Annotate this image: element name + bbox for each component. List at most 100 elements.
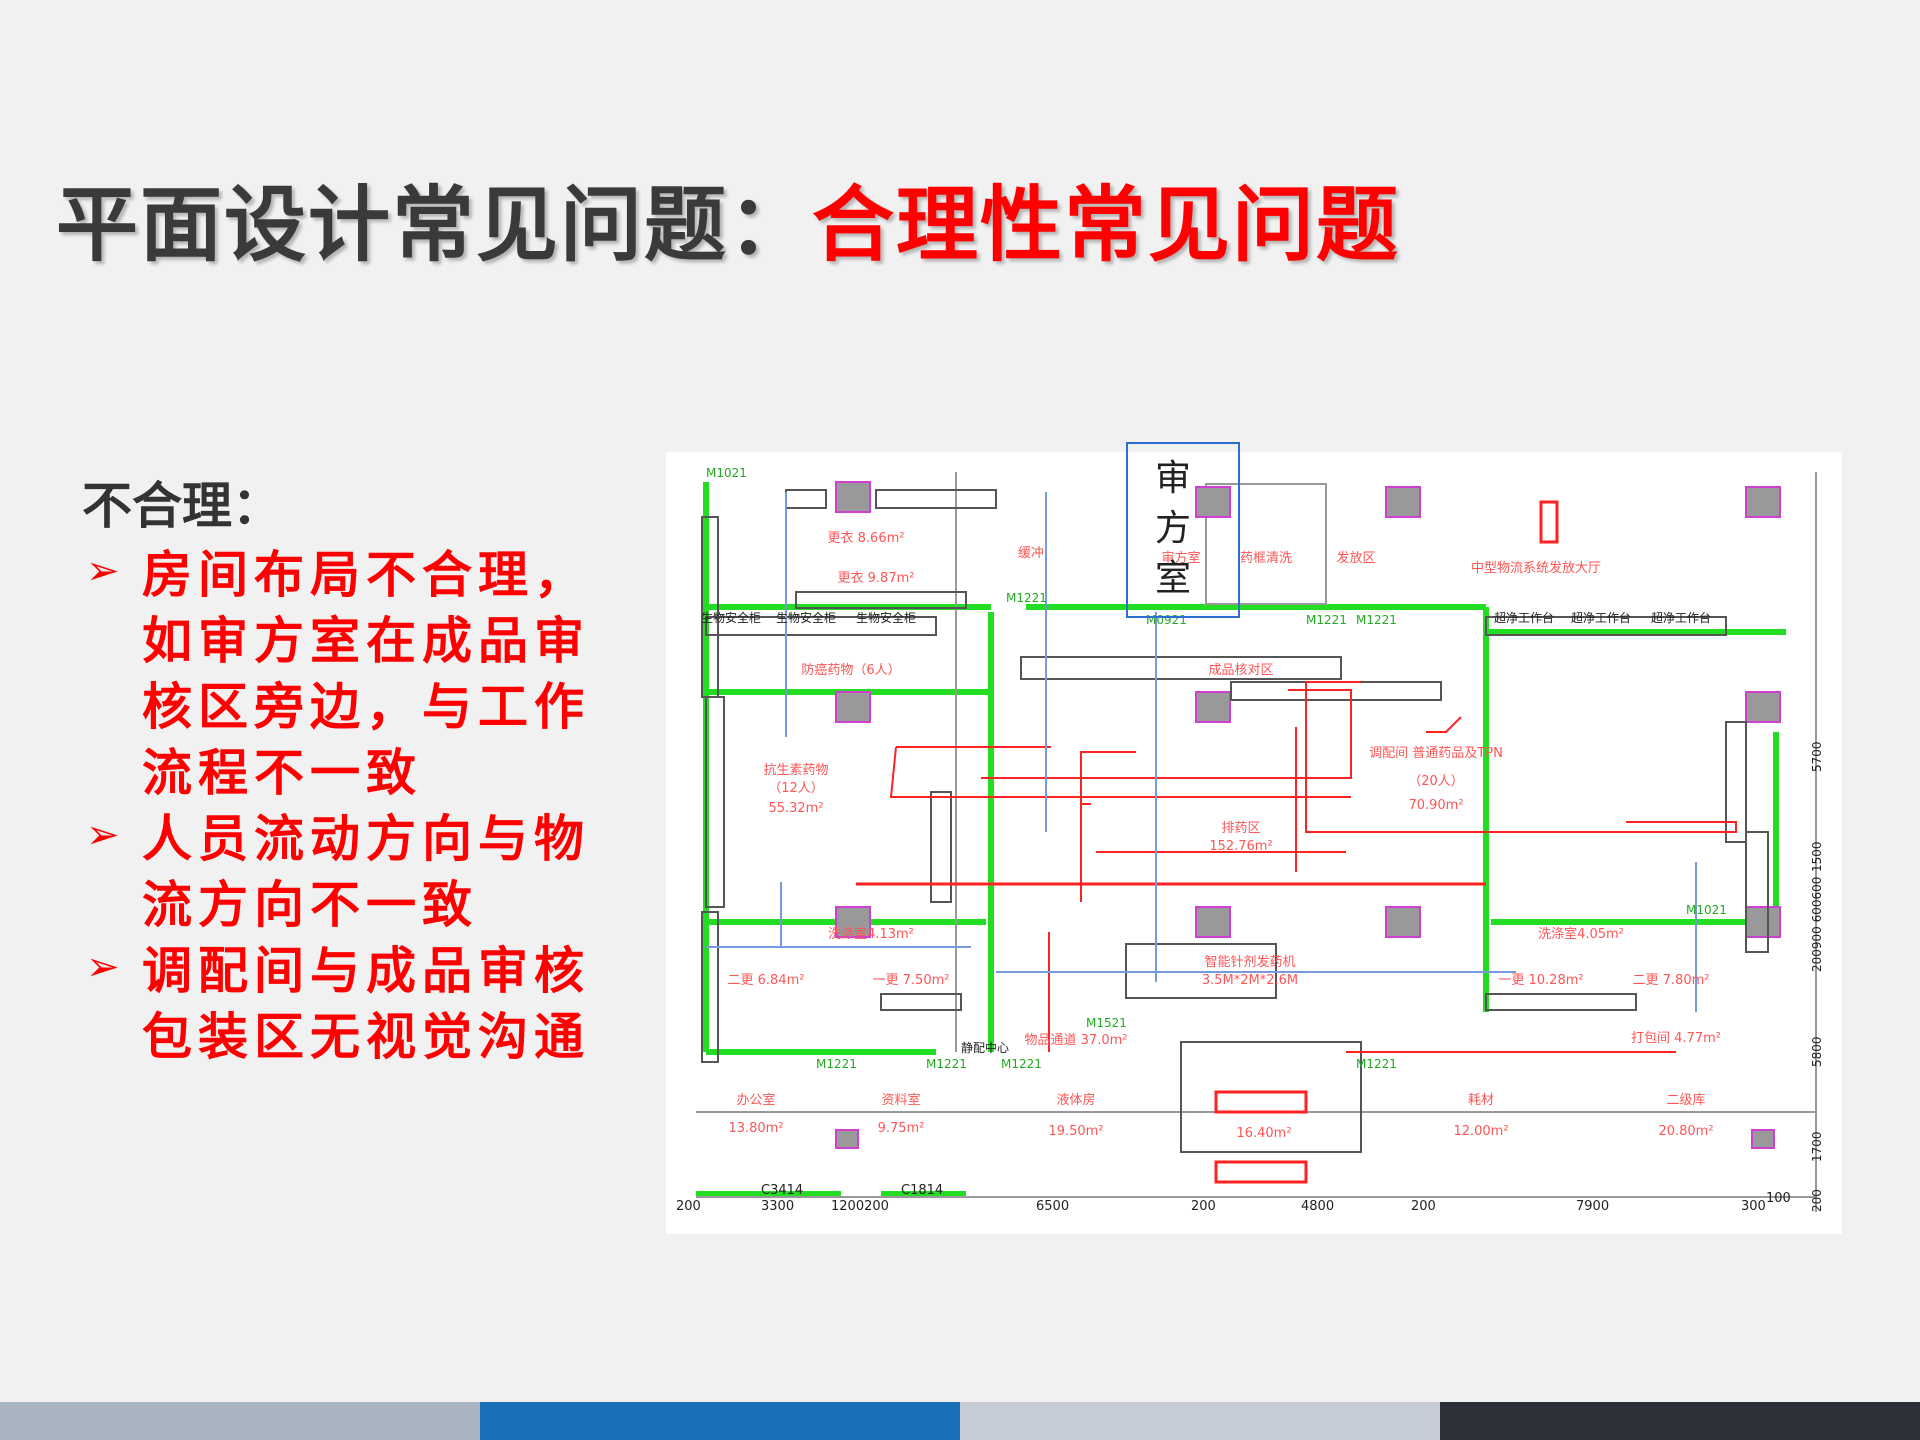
svg-text:3300: 3300 xyxy=(761,1199,794,1214)
svg-text:C3414: C3414 xyxy=(761,1183,803,1198)
svg-text:C1814: C1814 xyxy=(901,1183,943,1198)
svg-text:一更 10.28m²: 一更 10.28m² xyxy=(1498,973,1583,988)
svg-text:排药区: 排药区 xyxy=(1221,821,1260,836)
highlight-box: 审方室 xyxy=(1126,442,1240,618)
svg-text:调配间 普通药品及TPN: 调配间 普通药品及TPN xyxy=(1369,746,1503,761)
svg-text:1700: 1700 xyxy=(1810,1131,1824,1162)
svg-text:M1221: M1221 xyxy=(816,1057,857,1071)
svg-text:中型物流系统发放大厅: 中型物流系统发放大厅 xyxy=(1471,560,1601,576)
title-highlight: 合理性常见问题 xyxy=(812,178,1401,273)
svg-text:M1521: M1521 xyxy=(1086,1016,1127,1030)
svg-text:100: 100 xyxy=(1766,1191,1791,1206)
svg-text:12.00m²: 12.00m² xyxy=(1453,1124,1508,1139)
svg-text:更衣 9.87m²: 更衣 9.87m² xyxy=(838,570,915,586)
floor-plan-image: 审方室 药框清洗 发放区 中型物流系统发放大厅 更衣 8.66m² 更衣 9.8… xyxy=(666,452,1842,1234)
svg-text:智能针剂发药机: 智能针剂发药机 xyxy=(1204,954,1295,970)
bullet-text: 人员流动方向与物流方向不一致 xyxy=(142,810,590,934)
svg-text:物品通道 37.0m²: 物品通道 37.0m² xyxy=(1025,1033,1128,1048)
svg-text:M1021: M1021 xyxy=(1686,903,1727,917)
svg-text:200: 200 xyxy=(1810,1189,1824,1212)
svg-text:16.40m²: 16.40m² xyxy=(1236,1126,1291,1141)
svg-text:缓冲: 缓冲 xyxy=(1018,546,1044,561)
bullet-text: 调配间与成品审核包装区无视觉沟通 xyxy=(142,942,590,1066)
plan-walls xyxy=(696,482,1786,1197)
svg-text:成品核对区: 成品核对区 xyxy=(1208,663,1273,678)
dimensions-right: 5700 1500 200900 600600 5800 1700 200 xyxy=(1810,741,1824,1212)
svg-text:200900 600600: 200900 600600 xyxy=(1810,877,1824,972)
svg-text:13.80m²: 13.80m² xyxy=(728,1121,783,1136)
highlight-label: 审方室 xyxy=(1154,458,1191,599)
svg-text:19.50m²: 19.50m² xyxy=(1048,1124,1103,1139)
svg-text:二更 6.84m²: 二更 6.84m² xyxy=(728,973,805,988)
door-tags: M1021 M1221 M0921 M1221 M1221 M1521 M102… xyxy=(706,466,1727,1071)
svg-text:M1221: M1221 xyxy=(1006,591,1047,605)
svg-text:一更 7.50m²: 一更 7.50m² xyxy=(873,973,950,988)
svg-text:55.32m²: 55.32m² xyxy=(768,801,823,816)
svg-text:5700: 5700 xyxy=(1810,741,1824,772)
svg-text:3.5M*2M*2.6M: 3.5M*2M*2.6M xyxy=(1202,973,1298,988)
svg-text:超净工作台: 超净工作台 xyxy=(1494,610,1554,625)
svg-text:资料室: 资料室 xyxy=(881,1092,920,1108)
svg-text:300: 300 xyxy=(1741,1199,1766,1214)
svg-text:药框清洗: 药框清洗 xyxy=(1240,551,1292,566)
svg-text:生物安全柜: 生物安全柜 xyxy=(776,610,836,625)
svg-text:M1021: M1021 xyxy=(706,466,747,480)
footer-segment xyxy=(1440,1402,1920,1440)
svg-text:打包间 4.77m²: 打包间 4.77m² xyxy=(1631,1031,1721,1046)
svg-text:洗涤室4.13m²: 洗涤室4.13m² xyxy=(828,926,914,942)
title-prefix: 平面设计常见问题： xyxy=(56,178,813,273)
svg-text:1200200: 1200200 xyxy=(831,1199,889,1214)
svg-text:（12人）: （12人） xyxy=(768,781,824,796)
arrow-bullet-icon: ➢ xyxy=(86,548,120,594)
svg-text:20.80m²: 20.80m² xyxy=(1658,1124,1713,1139)
svg-text:M1221: M1221 xyxy=(1356,613,1397,627)
svg-text:200: 200 xyxy=(676,1199,701,1214)
bullet-item: ➢ 房间布局不合理，如审方室在成品审核区旁边，与工作流程不一致 xyxy=(82,542,642,806)
arrow-bullet-icon: ➢ xyxy=(86,812,120,858)
svg-text:抗生素药物: 抗生素药物 xyxy=(763,763,828,778)
svg-text:M1221: M1221 xyxy=(1356,1057,1397,1071)
flow-arrows-blue xyxy=(706,492,1697,1012)
svg-text:4800: 4800 xyxy=(1301,1199,1334,1214)
floor-plan-drawing: 审方室 药框清洗 发放区 中型物流系统发放大厅 更衣 8.66m² 更衣 9.8… xyxy=(676,466,1824,1214)
issue-list: 不合理： ➢ 房间布局不合理，如审方室在成品审核区旁边，与工作流程不一致 ➢ 人… xyxy=(82,466,642,1070)
svg-text:M1221: M1221 xyxy=(1306,613,1347,627)
svg-text:办公室: 办公室 xyxy=(736,1092,775,1108)
issue-heading: 不合理： xyxy=(82,477,282,535)
svg-text:液体房: 液体房 xyxy=(1056,1092,1095,1108)
svg-text:二级库: 二级库 xyxy=(1666,1092,1705,1108)
svg-text:生物安全柜: 生物安全柜 xyxy=(856,610,916,625)
svg-text:1500: 1500 xyxy=(1810,841,1824,872)
svg-text:生物安全柜: 生物安全柜 xyxy=(701,610,761,625)
slide-title: 平面设计常见问题：合理性常见问题 xyxy=(56,158,1400,277)
svg-text:（20人）: （20人） xyxy=(1408,774,1464,789)
svg-text:7900: 7900 xyxy=(1576,1199,1609,1214)
svg-text:超净工作台: 超净工作台 xyxy=(1651,610,1711,625)
svg-text:静配中心: 静配中心 xyxy=(961,1040,1009,1055)
svg-text:6500: 6500 xyxy=(1036,1199,1069,1214)
svg-text:70.90m²: 70.90m² xyxy=(1408,798,1463,813)
svg-text:洗涤室4.05m²: 洗涤室4.05m² xyxy=(1538,926,1624,942)
svg-text:耗材: 耗材 xyxy=(1468,1093,1494,1108)
svg-text:200: 200 xyxy=(1411,1199,1436,1214)
svg-text:超净工作台: 超净工作台 xyxy=(1571,610,1631,625)
window-tags: C3414 C1814 xyxy=(761,1183,943,1198)
svg-text:M1221: M1221 xyxy=(1001,1057,1042,1071)
svg-text:二更 7.80m²: 二更 7.80m² xyxy=(1633,973,1710,988)
svg-text:防癌药物（6人）: 防癌药物（6人） xyxy=(801,662,900,678)
svg-text:M1221: M1221 xyxy=(926,1057,967,1071)
svg-text:审方室: 审方室 xyxy=(1161,550,1200,566)
footer-segment xyxy=(480,1402,960,1440)
bullet-item: ➢ 调配间与成品审核包装区无视觉沟通 xyxy=(82,938,642,1070)
svg-text:发放区: 发放区 xyxy=(1336,550,1375,566)
footer-bar xyxy=(0,1402,1920,1440)
bullet-text: 房间布局不合理，如审方室在成品审核区旁边，与工作流程不一致 xyxy=(142,546,590,802)
arrow-bullet-icon: ➢ xyxy=(86,944,120,990)
dimensions: 200 3300 1200200 6500 200 4800 200 7900 … xyxy=(676,1191,1791,1214)
flow-arrows-red xyxy=(889,681,1737,1053)
svg-text:5800: 5800 xyxy=(1810,1036,1824,1067)
svg-text:152.76m²: 152.76m² xyxy=(1209,839,1272,854)
footer-segment xyxy=(960,1402,1440,1440)
bullet-item: ➢ 人员流动方向与物流方向不一致 xyxy=(82,806,642,938)
svg-text:200: 200 xyxy=(1191,1199,1216,1214)
